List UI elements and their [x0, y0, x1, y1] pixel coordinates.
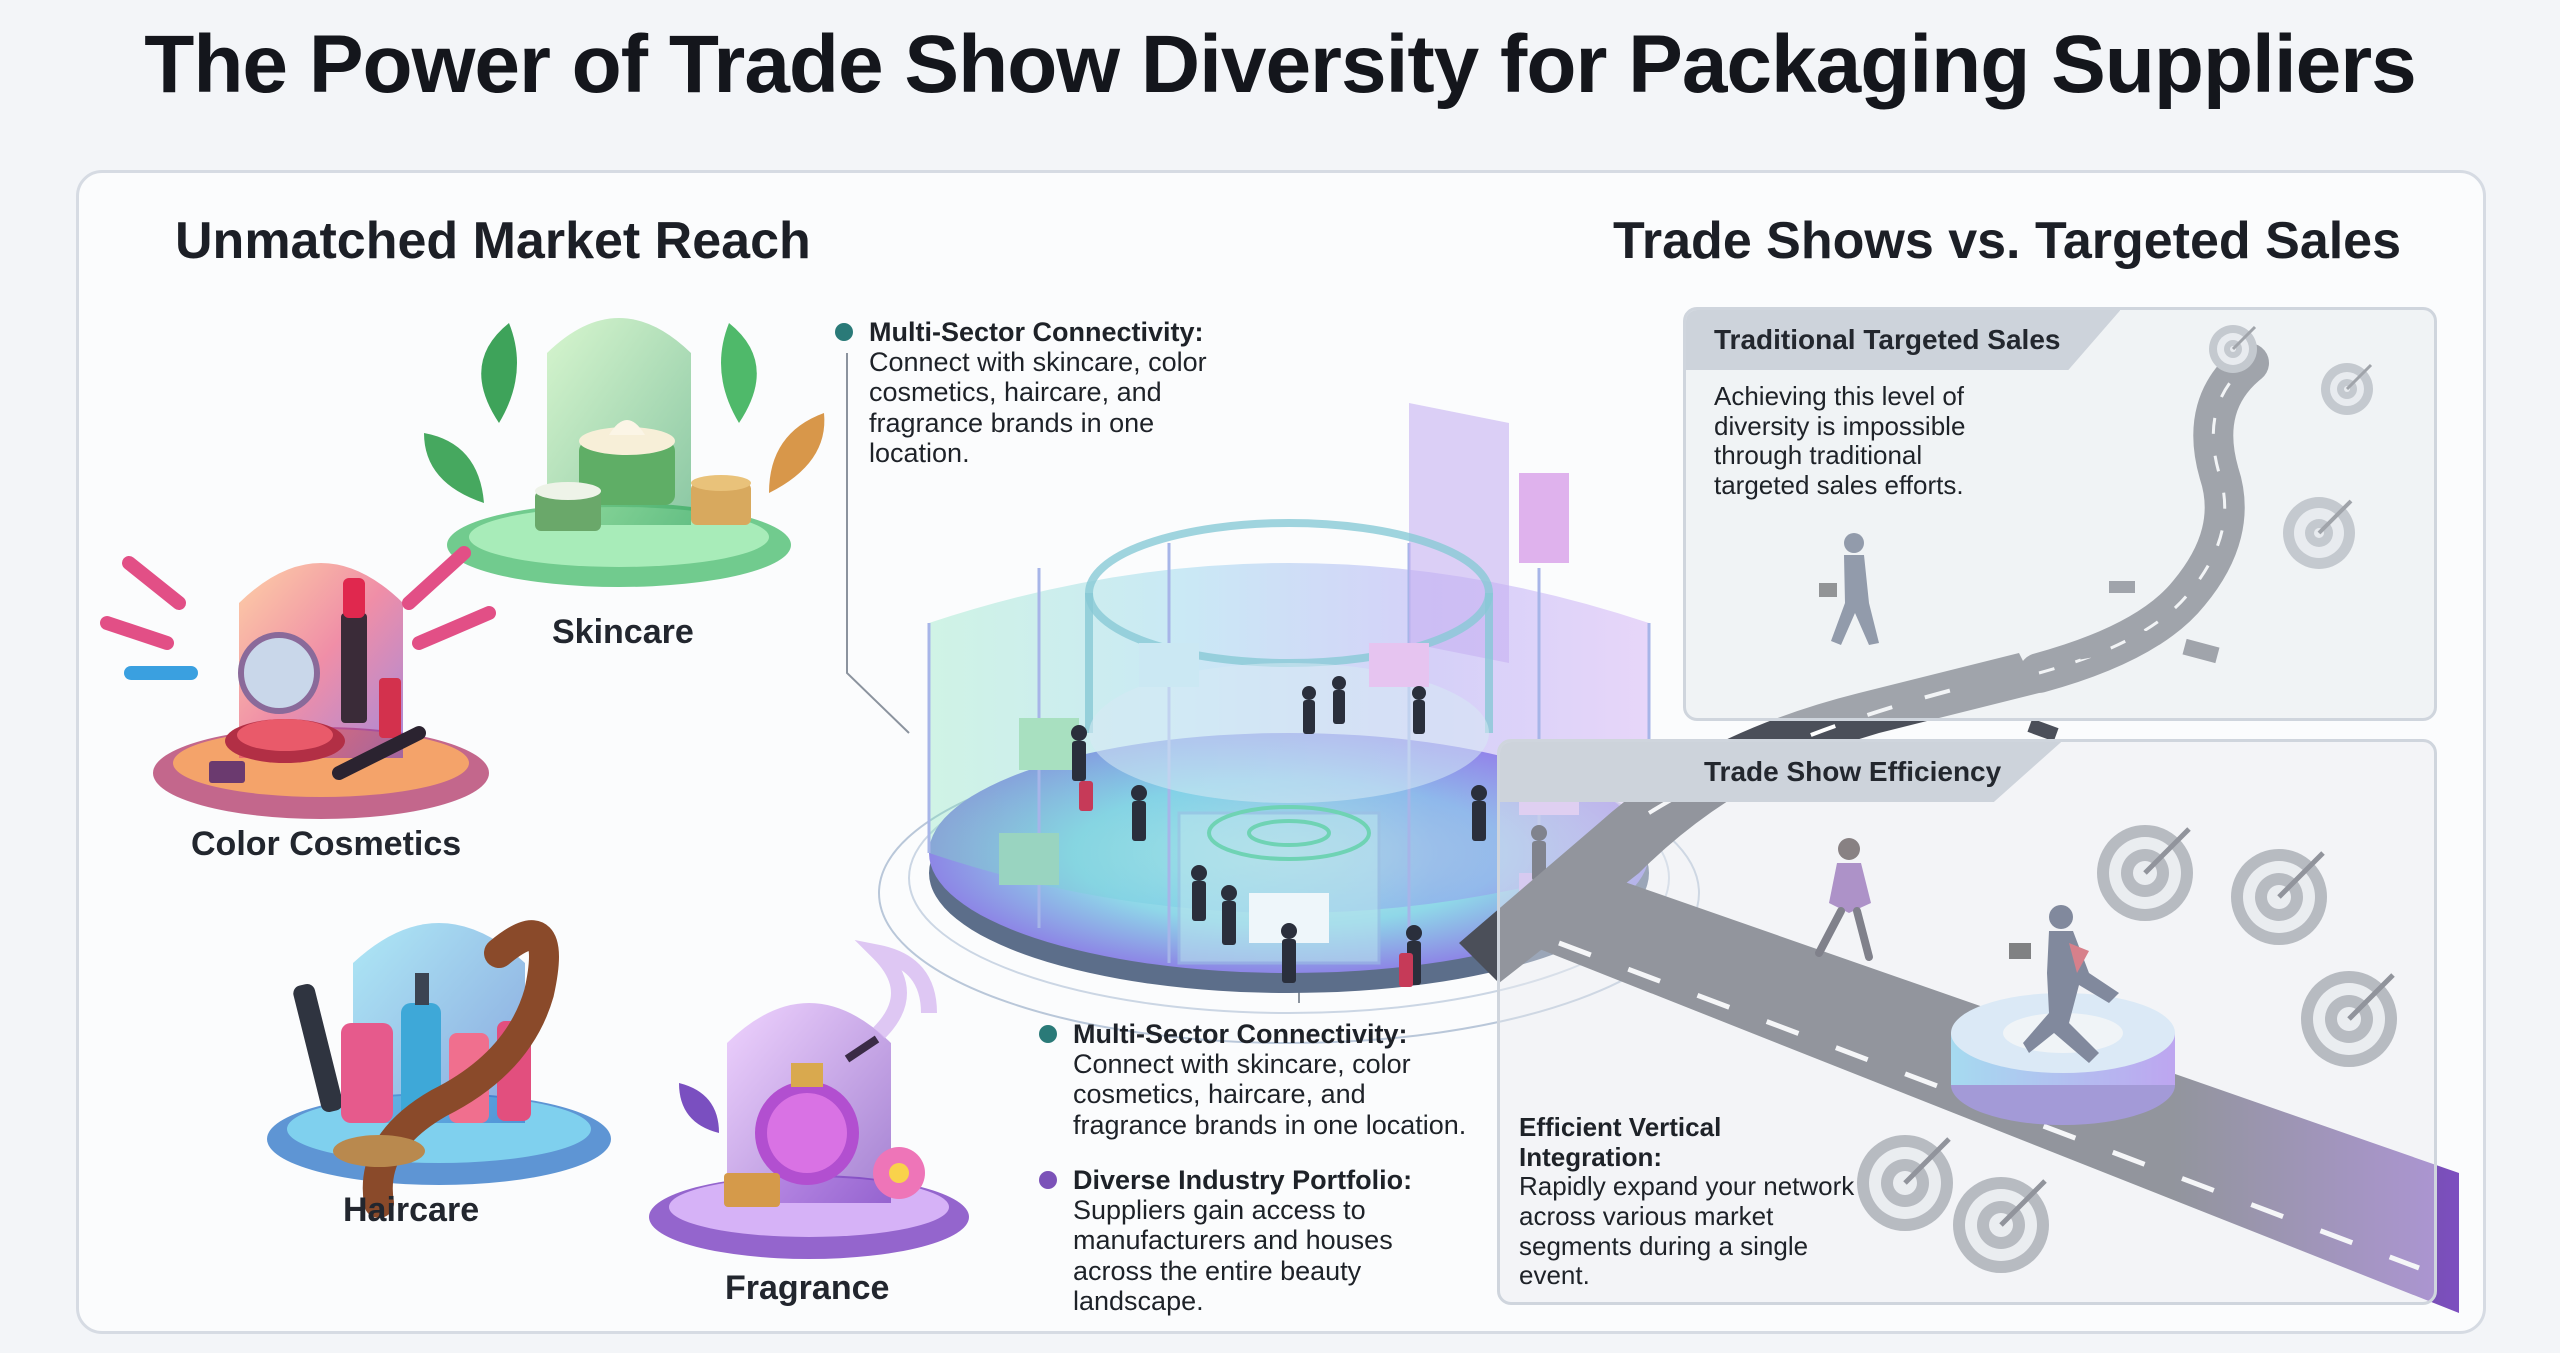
bottom-connectivity-note: Multi-Sector Connectivity: Connect with …: [1073, 1019, 1473, 1140]
top-connectivity-heading: Multi-Sector Connectivity:: [869, 317, 1204, 347]
page-title: The Power of Trade Show Diversity for Pa…: [144, 19, 2416, 110]
haircare-illustration: [267, 920, 611, 1218]
purple-bullet-dot: [1039, 1171, 1057, 1189]
top-connectivity-text: Connect with skincare, color cosmetics, …: [869, 347, 1207, 468]
bottom-connectivity-heading: Multi-Sector Connectivity:: [1073, 1019, 1408, 1049]
skincare-illustration: [424, 318, 825, 587]
traditional-sales-label: Traditional Targeted Sales: [1686, 310, 2121, 370]
color-cosmetics-illustration: [100, 546, 496, 819]
vertical-integration-note: Efficient Vertical Integration: Rapidly …: [1519, 1112, 1859, 1291]
teal-bullet-dot: [835, 323, 853, 341]
target-icon: [1953, 1177, 2049, 1273]
target-icon: [2301, 971, 2397, 1067]
skincare-label: Skincare: [552, 613, 694, 651]
haircare-label: Haircare: [343, 1191, 480, 1229]
bottom-connectivity-text: Connect with skincare, color cosmetics, …: [1073, 1049, 1467, 1140]
industry-portfolio-note: Diverse Industry Portfolio: Suppliers ga…: [1073, 1165, 1473, 1316]
businesswoman-icon: [1815, 838, 1873, 961]
infographic-frame: Traditional Targeted Sales Achieving thi…: [76, 170, 2486, 1334]
vertical-integration-heading: Efficient Vertical Integration:: [1519, 1112, 1722, 1172]
industry-portfolio-heading: Diverse Industry Portfolio:: [1073, 1165, 1413, 1195]
traditional-sales-text: Achieving this level of diversity is imp…: [1714, 381, 1966, 500]
teal-bullet-dot: [1039, 1025, 1057, 1043]
vertical-integration-text: Rapidly expand your network across vario…: [1519, 1171, 1855, 1291]
right-section-heading: Trade Shows vs. Targeted Sales: [1613, 212, 2402, 270]
target-icon: [2097, 825, 2193, 921]
trade-show-panel: Trade Show Efficiency: [1497, 739, 2437, 1305]
traditional-sales-panel: Traditional Targeted Sales Achieving thi…: [1683, 307, 2437, 721]
trade-show-efficiency-label: Trade Show Efficiency: [1500, 742, 2062, 802]
target-icon: [1857, 1135, 1953, 1231]
top-connectivity-note: Multi-Sector Connectivity: Connect with …: [869, 317, 1239, 468]
left-section-heading: Unmatched Market Reach: [175, 212, 811, 270]
target-icon: [2231, 849, 2327, 945]
industry-portfolio-text: Suppliers gain access to manufacturers a…: [1073, 1195, 1393, 1316]
fragrance-illustration: [649, 939, 969, 1259]
infographic-artwork: [100, 318, 2459, 1313]
color-cosmetics-label: Color Cosmetics: [191, 825, 462, 863]
fragrance-label: Fragrance: [725, 1269, 890, 1307]
